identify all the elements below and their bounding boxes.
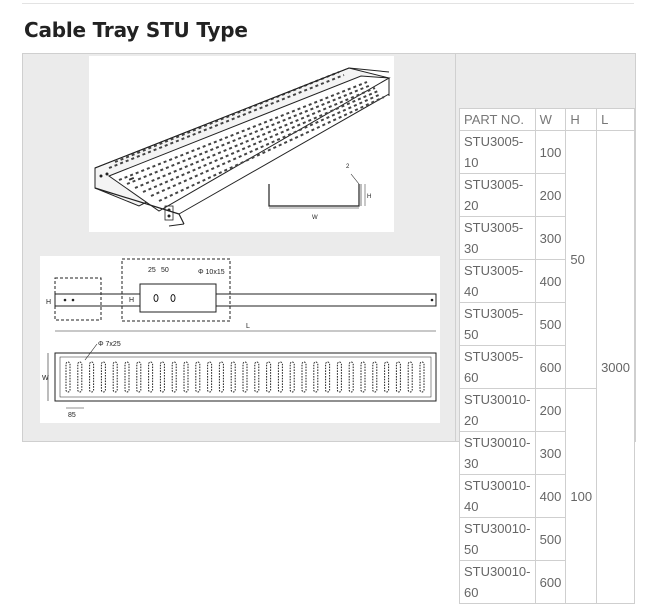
length-label: L <box>246 323 250 330</box>
h-cell-group-1: 50 <box>565 130 598 389</box>
part-cell: STU30010-60 <box>459 560 536 604</box>
product-panel: W H 2 H H 25 50 Φ 10x15 L <box>22 53 636 604</box>
slot-7x25-label: Φ 7x25 <box>98 341 121 348</box>
part-cell: STU30010-30 <box>459 431 536 475</box>
part-cell: STU3005-60 <box>459 345 536 389</box>
page-title: Cable Tray STU Type <box>24 18 248 42</box>
w-cell: 500 <box>534 302 567 346</box>
header-part-no: PART NO. <box>459 108 536 131</box>
l-cell: 3000 <box>596 130 635 604</box>
part-cell: STU30010-40 <box>459 474 536 518</box>
part-cell: STU3005-10 <box>459 130 536 174</box>
w-cell: 200 <box>534 388 567 432</box>
iso-width-label: W <box>312 215 318 221</box>
header-w: W <box>534 108 567 131</box>
w-cell: 300 <box>534 216 567 260</box>
header-l: L <box>596 108 635 131</box>
w-cell: 400 <box>534 259 567 303</box>
dim-25-label: 25 <box>148 267 156 274</box>
table-row: STU3005-20 200 <box>459 173 635 217</box>
detail-height-label: H <box>129 297 134 304</box>
table-header-row: PART NO. W H L <box>459 108 635 131</box>
table-row: STU3005-50 500 <box>459 302 635 346</box>
top-divider-line <box>22 3 634 4</box>
header-h: H <box>565 108 598 131</box>
cable-tray-technical-drawing: H H 25 50 Φ 10x15 L W Φ 7x25 85 <box>40 256 440 423</box>
w-cell: 500 <box>534 517 567 561</box>
spec-table: PART NO. W H L STU3005-10 100 50 3000 ST… <box>459 108 635 604</box>
part-cell: STU3005-40 <box>459 259 536 303</box>
w-cell: 200 <box>534 173 567 217</box>
w-cell: 300 <box>534 431 567 475</box>
part-cell: STU3005-50 <box>459 302 536 346</box>
iso-thickness-label: 2 <box>346 164 350 170</box>
dim-50-label: 50 <box>161 267 169 274</box>
part-cell: STU3005-20 <box>459 173 536 217</box>
table-row: STU3005-10 100 50 3000 <box>459 130 635 604</box>
table-row: STU3005-30 300 <box>459 216 635 260</box>
part-cell: STU30010-20 <box>459 388 536 432</box>
iso-height-label: H <box>367 194 371 200</box>
plan-width-label: W <box>42 375 49 382</box>
table-row: STU3005-60 600 <box>459 345 635 389</box>
profile-height-label: H <box>46 299 51 306</box>
panel-divider <box>455 54 456 441</box>
part-cell: STU3005-30 <box>459 216 536 260</box>
dim-85-label: 85 <box>68 412 76 419</box>
w-cell: 400 <box>534 474 567 518</box>
cable-tray-isometric-image: W H 2 <box>89 56 394 232</box>
w-cell: 600 <box>534 345 567 389</box>
w-cell: 600 <box>534 560 567 604</box>
w-cell: 100 <box>534 130 567 174</box>
h-cell-group-2: 100 <box>565 388 598 604</box>
hole-10x15-label: Φ 10x15 <box>198 269 225 276</box>
part-cell: STU30010-50 <box>459 517 536 561</box>
